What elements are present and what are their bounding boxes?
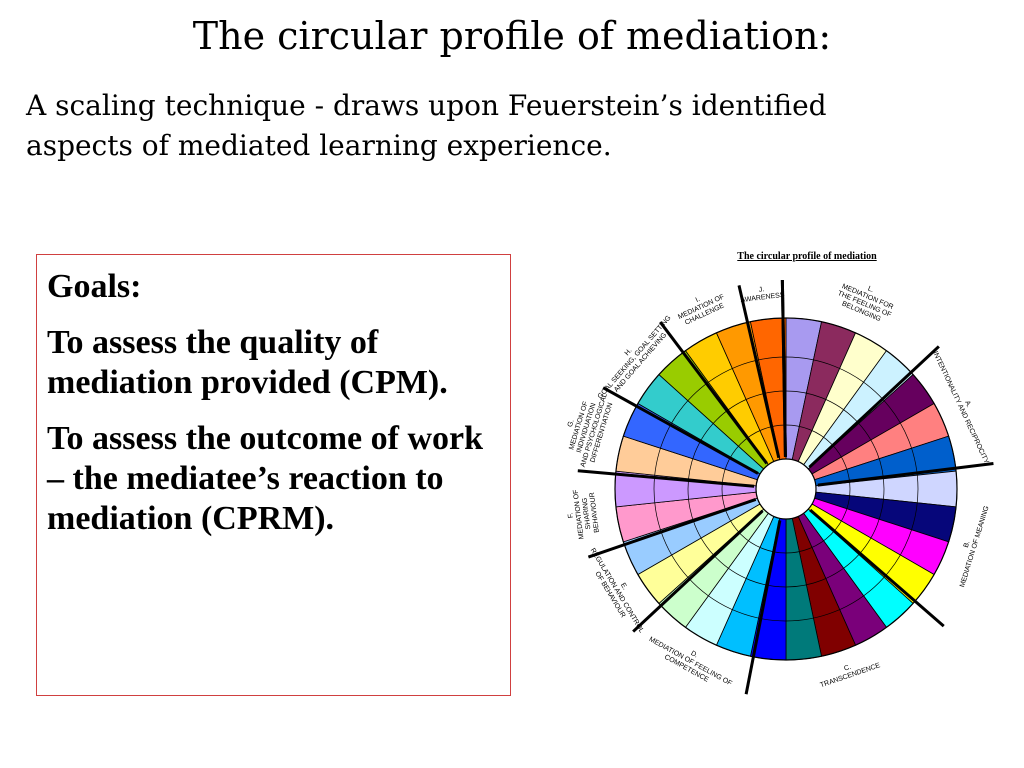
section-label-line: D.: [689, 650, 699, 660]
section-label-line: BEHAVIOUR: [589, 492, 601, 533]
section-label-line: E.: [619, 582, 628, 591]
slide-title: The circular profile of mediation:: [192, 14, 832, 58]
section-divider-11: [737, 285, 781, 459]
guide-ring-2: [687, 390, 885, 588]
section-divider-9: [602, 386, 759, 475]
guide-ring-3: [653, 356, 919, 622]
diagram-dividers: [577, 280, 994, 695]
section-divider-4: [809, 508, 945, 628]
section-label-line: C.: [843, 664, 852, 673]
section-divider-5: [744, 520, 782, 695]
section-label-2: B.MEDIATION OF MEANING: [959, 505, 990, 588]
section-label-line: G.: [567, 419, 576, 428]
section-divider-12: [780, 280, 787, 458]
section-label-line: B.: [963, 540, 972, 548]
section-label-line: A.: [963, 400, 972, 409]
section-label-line: J.: [758, 286, 764, 294]
diagram-caption: The circular profile of mediation: [737, 251, 877, 262]
goal-item-2: To assess the outcome of work – the medi…: [47, 420, 484, 537]
subtitle-line-1: A scaling technique - draws upon Feuerst…: [26, 89, 827, 122]
section-label-line: I.: [695, 296, 702, 304]
subtitle-line-2: aspects of mediated learning experience.: [26, 129, 612, 162]
section-label-10: J.AWARENESS: [740, 286, 785, 304]
circular-profile-diagram: The circular profile of mediation L.MEDI…: [535, 240, 1024, 730]
goals-heading: Goals:: [47, 268, 142, 305]
section-label-3: C.TRANSCENDENCE: [819, 662, 881, 689]
section-label-line: SHARING: [582, 497, 593, 530]
section-label-line: AWARENESS: [740, 292, 785, 304]
section-label-line: H.: [624, 347, 634, 357]
section-divider-7: [587, 497, 757, 559]
slide-subtitle: A scaling technique - draws upon Feuerst…: [26, 86, 986, 166]
section-label-line: L.: [867, 285, 875, 294]
section-divider-2: [808, 345, 940, 469]
section-divider-3: [817, 462, 994, 487]
section-divider-10: [659, 321, 768, 465]
section-divider-8: [577, 469, 755, 488]
inner-ring: [755, 458, 817, 520]
diagram-rings: [614, 317, 958, 661]
section-label-line: F.: [567, 512, 575, 518]
section-divider-6: [632, 509, 764, 633]
goal-item-1: To assess the quality of mediation provi…: [47, 324, 448, 401]
outer-ring: [614, 317, 958, 661]
circular-profile-svg: The circular profile of mediation L.MEDI…: [567, 251, 994, 695]
goals-box: Goals: To assess the quality of mediatio…: [36, 254, 511, 696]
